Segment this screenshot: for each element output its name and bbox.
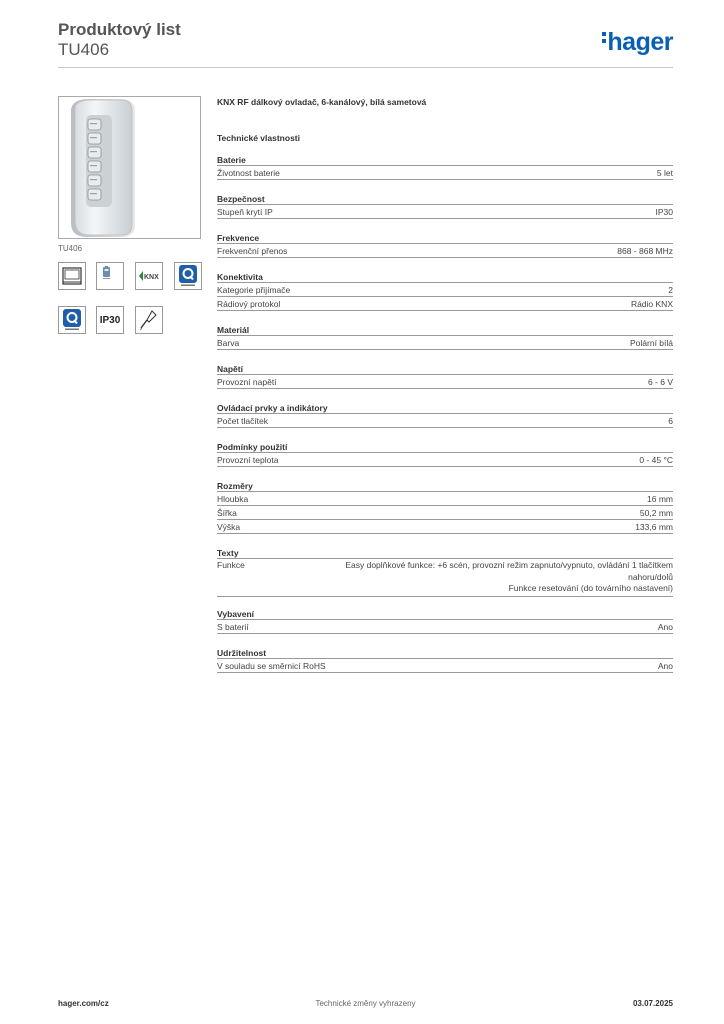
spec-label: Stupeň krytí IP [217,207,273,217]
spec-value: Rádio KNX [630,299,673,309]
spec-label: Počet tlačítek [217,416,269,426]
spec-row: Životnost baterie 5 let [217,166,673,180]
section-title: Udržitelnost [217,647,673,659]
product-caption: TU406 [58,244,83,253]
spec-value: 16 mm [647,494,673,504]
spec-value: 133,6 mm [635,522,673,532]
section-udrzitelnost: Udržitelnost V souladu se směrnicí RoHS A… [217,647,673,673]
spec-value: 2 [668,285,673,295]
section-title: Podmínky použití [217,441,673,453]
spec-value-line: Funkce resetování (do továrního nastaven… [508,583,673,593]
spec-label: S baterií [217,622,249,632]
section-title: Konektivita [217,271,673,283]
battery-icon [96,262,124,290]
spec-row: Počet tlačítek 6 [217,414,673,428]
footer-date: 03.07.2025 [632,999,673,1008]
remote-control-illustration [71,99,135,237]
spec-row: Funkce Easy doplňkové funkce: +6 scén, p… [217,559,673,597]
spec-label: Výška [217,522,241,532]
spec-value: 6 [668,416,673,426]
footer-notice: Technické změny vyhrazeny [315,999,416,1008]
section-konektivita: Konektivita Kategorie přijímače 2 Rádiový… [217,271,673,311]
spec-row: Rádiový protokol Rádio KNX [217,297,673,311]
ip-rating-label: IP30 [99,314,121,326]
surface-mount-icon [58,262,86,290]
section-bezpecnost: Bezpečnost Stupeň krytí IP IP30 [217,193,673,219]
product-description: KNX RF dálkový ovladač, 6-kanálový, bílá… [217,97,427,107]
section-title: Rozměry [217,480,673,492]
section-rozmery: Rozměry Hloubka 16 mm Šířka 50,2 mm Výška 1… [217,480,673,534]
spec-value-line: Easy doplňkové funkce: +6 scén, provozní… [345,560,673,570]
page-header: Produktový list TU406 hager [58,20,673,70]
product-code: TU406 [58,40,110,59]
spec-value: 0 - 45 °C [639,455,673,465]
section-title: Texty [217,547,673,559]
spec-value-line: nahoru/dolů [628,571,673,582]
spec-value: Ano [657,661,673,671]
hager-logo: hager [602,28,673,57]
spec-label: V souladu se směrnicí RoHS [217,661,326,671]
section-title: Napětí [217,363,673,375]
spec-value: IP30 [655,207,674,217]
screwdriver-icon [135,306,163,334]
spec-row: Frekvenční přenos 868 - 868 MHz [217,244,673,258]
spec-label: Provozní teplota [217,455,279,465]
footer-website-link[interactable]: hager.com/cz [58,999,109,1008]
spec-row: Výška 133,6 mm [217,520,673,534]
section-baterie: Baterie Životnost baterie 5 let [217,154,673,180]
section-title: Materiál [217,324,673,336]
spec-value: 5 let [656,168,673,178]
ip-rating-icon: IP30 [96,306,124,334]
spec-value: 50,2 mm [639,508,673,518]
spec-row: Šířka 50,2 mm [217,506,673,520]
tech-heading: Technické vlastnosti [217,133,300,143]
spec-value: Easy doplňkové funkce: +6 scén, provozní… [303,560,673,595]
section-title: Baterie [217,154,673,166]
spec-row: Hloubka 16 mm [217,492,673,506]
section-napeti: Napětí Provozní napětí 6 - 6 V [217,363,673,389]
spec-label: Barva [217,338,240,348]
section-frekvence: Frekvence Frekvenční přenos 868 - 868 MHz [217,232,673,258]
section-title: Ovládací prvky a indikátory [217,402,673,414]
logo-text: hager [607,28,673,56]
spec-value: 6 - 6 V [647,377,673,387]
spec-row: Barva Polární bílá [217,336,673,350]
spec-label: Provozní napětí [217,377,277,387]
section-title: Bezpečnost [217,193,673,205]
spec-label: Kategorie přijímače [217,285,291,295]
spec-value: 868 - 868 MHz [617,246,673,256]
page-title: Produktový list [58,20,181,39]
spec-label: Frekvenční přenos [217,246,288,256]
logo-dots-icon [602,32,607,46]
spec-row: Stupeň krytí IP IP30 [217,205,673,219]
section-texty: Texty Funkce Easy doplňkové funkce: +6 s… [217,547,673,597]
section-vybaveni: Vybavení S baterií Ano [217,608,673,634]
svg-text:KNX: KNX [144,274,159,281]
spec-content: KNX RF dálkový ovladač, 6-kanálový, bílá… [217,96,673,673]
section-title: Frekvence [217,232,673,244]
section-material: Materiál Barva Polární bílá [217,324,673,350]
spec-label: Životnost baterie [217,168,280,178]
section-title: Vybavení [217,608,673,620]
knx-logo-icon: KNX [135,262,163,290]
spec-label: Funkce [217,560,245,570]
spec-row: S baterií Ano [217,620,673,634]
spec-row: Provozní teplota 0 - 45 °C [217,453,673,467]
section-ovladaci-prvky: Ovládací prvky a indikátory Počet tlačít… [217,402,673,428]
spec-value: Ano [657,622,673,632]
section-podminky-pouziti: Podmínky použití Provozní teplota 0 - 45 … [217,441,673,467]
quicklink-icon [174,262,202,290]
spec-row: Kategorie přijímače 2 [217,283,673,297]
page-footer: hager.com/cz Technické změny vyhrazeny 0… [58,998,673,1010]
product-image [58,96,201,239]
quicklink-icon [58,306,86,334]
spec-row: Provozní napětí 6 - 6 V [217,375,673,389]
spec-label: Šířka [217,508,237,518]
header-divider [58,67,673,68]
spec-label: Rádiový protokol [217,299,281,309]
spec-value: Polární bílá [630,338,673,348]
spec-label: Hloubka [217,494,249,504]
spec-row: V souladu se směrnicí RoHS Ano [217,659,673,673]
